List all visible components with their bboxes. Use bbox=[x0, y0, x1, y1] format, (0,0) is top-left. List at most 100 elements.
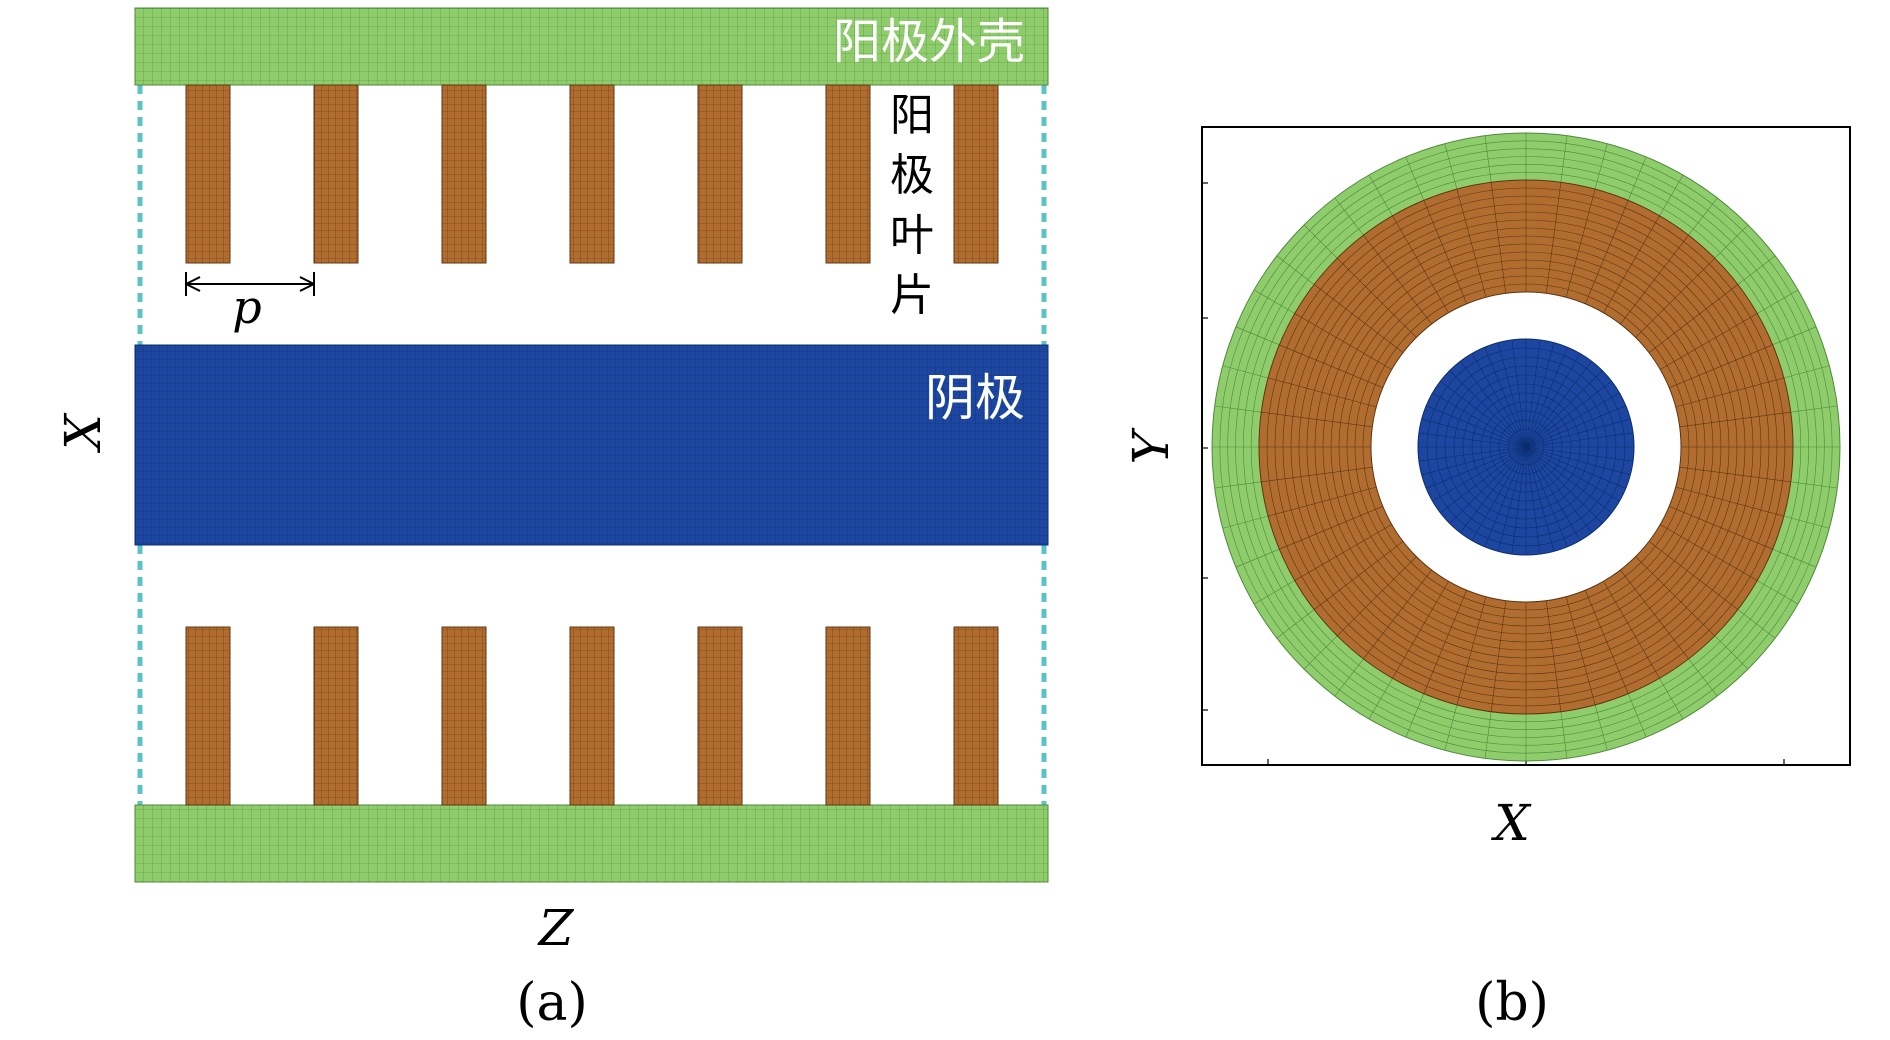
cathode-mesh-spoke-line bbox=[1426, 446, 1527, 489]
vane-mesh-spoke-line bbox=[1679, 411, 1791, 428]
anode-vane-bottom-2 bbox=[313, 626, 359, 806]
shell-mesh-spoke-line bbox=[1790, 405, 1838, 413]
vane-mesh-spoke-line bbox=[1363, 569, 1432, 660]
shell-mesh-spoke-line bbox=[1405, 693, 1425, 738]
panel-b-caption: (b) bbox=[1475, 973, 1549, 1033]
anode-vane-top-7 bbox=[953, 84, 999, 264]
anode-vanes-top bbox=[185, 84, 999, 264]
cathode-mesh-spoke-line bbox=[1525, 446, 1581, 541]
shell-mesh-spoke-line bbox=[1772, 326, 1817, 346]
cathode-mesh-spoke-line bbox=[1449, 370, 1527, 448]
vane-mesh-spoke-line bbox=[1313, 284, 1404, 353]
vane-mesh-spoke-line bbox=[1585, 200, 1629, 304]
cathode-mesh-spoke-line bbox=[1511, 339, 1527, 448]
shell-mesh-spoke-line bbox=[1214, 481, 1262, 489]
cathode-mesh-spoke-line bbox=[1460, 446, 1527, 533]
shell-mesh-spoke-line bbox=[1444, 704, 1458, 751]
cathode-mesh-spoke-line bbox=[1525, 418, 1631, 448]
shell-mesh-spoke-line bbox=[1303, 224, 1338, 259]
shell-mesh-spoke-line bbox=[1235, 326, 1280, 346]
cathode-mesh-spoke-line bbox=[1525, 370, 1603, 448]
cathode-mesh-spoke-line bbox=[1525, 446, 1592, 533]
cathode-mesh-spoke-line bbox=[1449, 446, 1527, 524]
cathode-mesh-spoke-line bbox=[1525, 446, 1620, 502]
vane-mesh-spoke-line bbox=[1490, 600, 1507, 712]
vane-mesh-spoke-line bbox=[1660, 313, 1758, 370]
anode-vane-label: 阳 极 叶 片 bbox=[890, 90, 934, 321]
panel-a-caption: (a) bbox=[516, 973, 588, 1033]
shell-mesh-spoke-line bbox=[1484, 711, 1492, 759]
cathode-disk-mesh bbox=[1418, 339, 1634, 555]
vane-mesh-spoke-line bbox=[1565, 189, 1596, 298]
vane-mesh-spoke-line bbox=[1423, 200, 1467, 304]
shell-mesh-spoke-line bbox=[1783, 365, 1830, 379]
vane-mesh-spoke-line bbox=[1456, 596, 1487, 705]
cathode-mesh-spoke-line bbox=[1440, 381, 1527, 448]
anode-vane-top-1 bbox=[185, 84, 231, 264]
vane-mesh-spoke-line bbox=[1268, 486, 1377, 517]
shell-mesh-spoke-line bbox=[1334, 197, 1364, 236]
cathode-mesh-spoke-line bbox=[1432, 392, 1527, 448]
vane-mesh-spoke-line bbox=[1261, 411, 1373, 428]
cathode-mesh-spoke-line bbox=[1525, 446, 1634, 462]
vane-mesh-spoke-line bbox=[1648, 541, 1739, 610]
shell-mesh-spoke-line bbox=[1790, 481, 1838, 489]
shell-mesh-spoke-line bbox=[1222, 515, 1269, 529]
shell-mesh-spoke-line bbox=[1214, 405, 1262, 413]
cathode-mesh-spoke-line bbox=[1484, 446, 1527, 547]
shell-mesh-spoke-line bbox=[1757, 289, 1799, 314]
shell-mesh-spoke-line bbox=[1757, 580, 1799, 605]
shell-mesh-spoke-line bbox=[1276, 609, 1315, 639]
cathode-mesh-spoke-line bbox=[1525, 446, 1603, 524]
shell-mesh-spoke-line bbox=[1276, 255, 1315, 285]
anode-vane-label-char-3: 叶 bbox=[890, 210, 934, 261]
cathode-mesh-spoke-line bbox=[1511, 446, 1527, 555]
cathode-mesh-spoke-line bbox=[1484, 347, 1527, 448]
period-arrow-left-head bbox=[185, 276, 201, 292]
shell-mesh-spoke-line bbox=[1253, 580, 1295, 605]
cathode-mesh-spoke-line bbox=[1525, 347, 1568, 448]
shell-mesh-spoke-line bbox=[1659, 174, 1684, 216]
vane-mesh-spoke-line bbox=[1675, 486, 1784, 517]
cathode-mesh-spoke-line bbox=[1525, 381, 1612, 448]
cathode-mesh-spoke-line bbox=[1525, 446, 1626, 489]
vane-mesh-spoke-line bbox=[1490, 182, 1507, 294]
shell-mesh-spoke-line bbox=[1627, 156, 1647, 201]
period-arrow-right-head bbox=[299, 276, 315, 292]
panel-b-axis-x: X bbox=[1490, 794, 1532, 852]
anode-shell-bottom bbox=[134, 804, 1049, 883]
anode-vane-top-3 bbox=[441, 84, 487, 264]
anode-shell-label: 阳极外壳 bbox=[833, 14, 1025, 70]
cathode-mesh-spoke-line bbox=[1525, 361, 1592, 448]
vane-mesh-spoke-line bbox=[1392, 215, 1449, 313]
anode-vane-bottom-6 bbox=[825, 626, 871, 806]
panel-a: 阳极外壳 阳 极 叶 片 阴极 p Z X (a) bbox=[54, 7, 1049, 1033]
cathode-mesh-spoke-line bbox=[1525, 446, 1555, 552]
shell-mesh-spoke-line bbox=[1368, 678, 1393, 720]
vane-mesh-spoke-line bbox=[1261, 466, 1373, 483]
cathode-mesh-spoke-line bbox=[1497, 342, 1527, 448]
vane-mesh-spoke-line bbox=[1679, 466, 1791, 483]
anode-vane-bottom-4 bbox=[569, 626, 615, 806]
cathode-label: 阴极 bbox=[925, 369, 1025, 427]
shell-mesh-spoke-line bbox=[1303, 635, 1338, 670]
shell-mesh-spoke-line bbox=[1222, 365, 1269, 379]
shell-mesh-spoke-line bbox=[1714, 224, 1749, 259]
cathode-mesh-spoke-line bbox=[1525, 446, 1631, 476]
vane-mesh-spoke-line bbox=[1545, 600, 1562, 712]
vane-mesh-spoke-line bbox=[1669, 344, 1773, 388]
shell-mesh-spoke-line bbox=[1484, 135, 1492, 183]
anode-vane-top-2 bbox=[313, 84, 359, 264]
cathode-mesh-spoke-line bbox=[1471, 353, 1527, 448]
cathode-mesh-spoke-line bbox=[1432, 446, 1527, 502]
anode-vane-top-4 bbox=[569, 84, 615, 264]
shell-mesh-spoke-line bbox=[1560, 135, 1568, 183]
cathode-mesh-spoke-line bbox=[1426, 405, 1527, 448]
shell-mesh-spoke-line bbox=[1737, 255, 1776, 285]
anode-vane-bottom-7 bbox=[953, 626, 999, 806]
shell-mesh-spoke-line bbox=[1659, 678, 1684, 720]
anode-vane-bottom-1 bbox=[185, 626, 231, 806]
anode-vane-label-char-4: 片 bbox=[890, 270, 934, 321]
anode-vane-top-6 bbox=[825, 84, 871, 264]
